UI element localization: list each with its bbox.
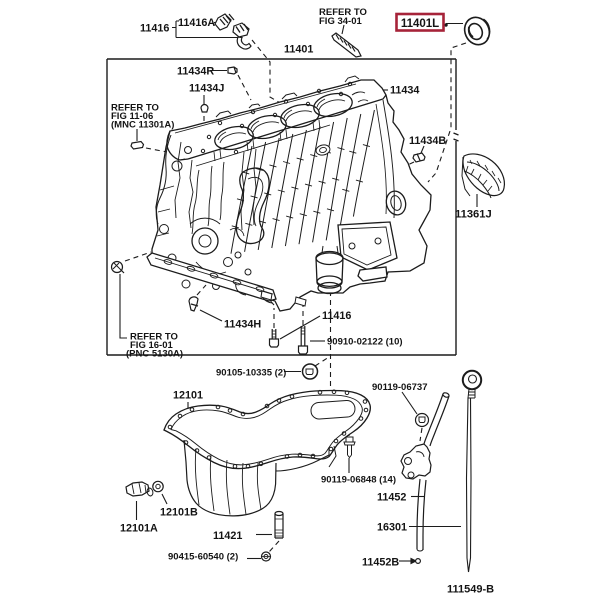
svg-text:111549-B: 111549-B	[447, 584, 494, 596]
svg-text:11401: 11401	[284, 44, 313, 56]
svg-text:REFER TO: REFER TO	[319, 7, 367, 18]
svg-text:11401L: 11401L	[401, 18, 439, 30]
svg-text:11416: 11416	[140, 23, 169, 35]
svg-text:(MNC 11301A): (MNC 11301A)	[111, 120, 174, 131]
svg-text:90415-60540 (2): 90415-60540 (2)	[168, 552, 238, 563]
svg-text:(PNC 5130A): (PNC 5130A)	[126, 349, 183, 360]
svg-text:90105-10335 (2): 90105-10335 (2)	[216, 368, 286, 379]
svg-text:FIG 34-01: FIG 34-01	[319, 16, 362, 27]
svg-text:11452: 11452	[377, 492, 406, 504]
svg-text:REFER TO: REFER TO	[111, 103, 159, 114]
svg-text:11434J: 11434J	[189, 83, 224, 95]
svg-text:11361J: 11361J	[455, 209, 492, 221]
svg-text:11434: 11434	[390, 85, 419, 97]
svg-text:16301: 16301	[377, 522, 407, 534]
svg-text:11416: 11416	[322, 310, 351, 322]
svg-text:12101B: 12101B	[160, 507, 198, 519]
svg-text:90119-06737: 90119-06737	[372, 382, 427, 393]
svg-text:90910-02122 (10): 90910-02122 (10)	[327, 337, 403, 348]
svg-text:11416A: 11416A	[178, 17, 215, 29]
svg-text:11434R: 11434R	[177, 66, 214, 78]
svg-text:12101: 12101	[173, 390, 203, 402]
svg-text:90119-06848 (14): 90119-06848 (14)	[321, 475, 396, 486]
svg-text:11434B: 11434B	[409, 135, 446, 147]
svg-text:11421: 11421	[213, 530, 242, 542]
svg-text:FIG 11-06: FIG 11-06	[111, 111, 153, 122]
svg-text:11452B: 11452B	[362, 557, 399, 569]
svg-text:12101A: 12101A	[120, 523, 158, 535]
svg-text:FIG 16-01: FIG 16-01	[130, 340, 173, 351]
svg-text:11434H: 11434H	[224, 319, 261, 331]
svg-text:REFER TO: REFER TO	[130, 332, 178, 343]
